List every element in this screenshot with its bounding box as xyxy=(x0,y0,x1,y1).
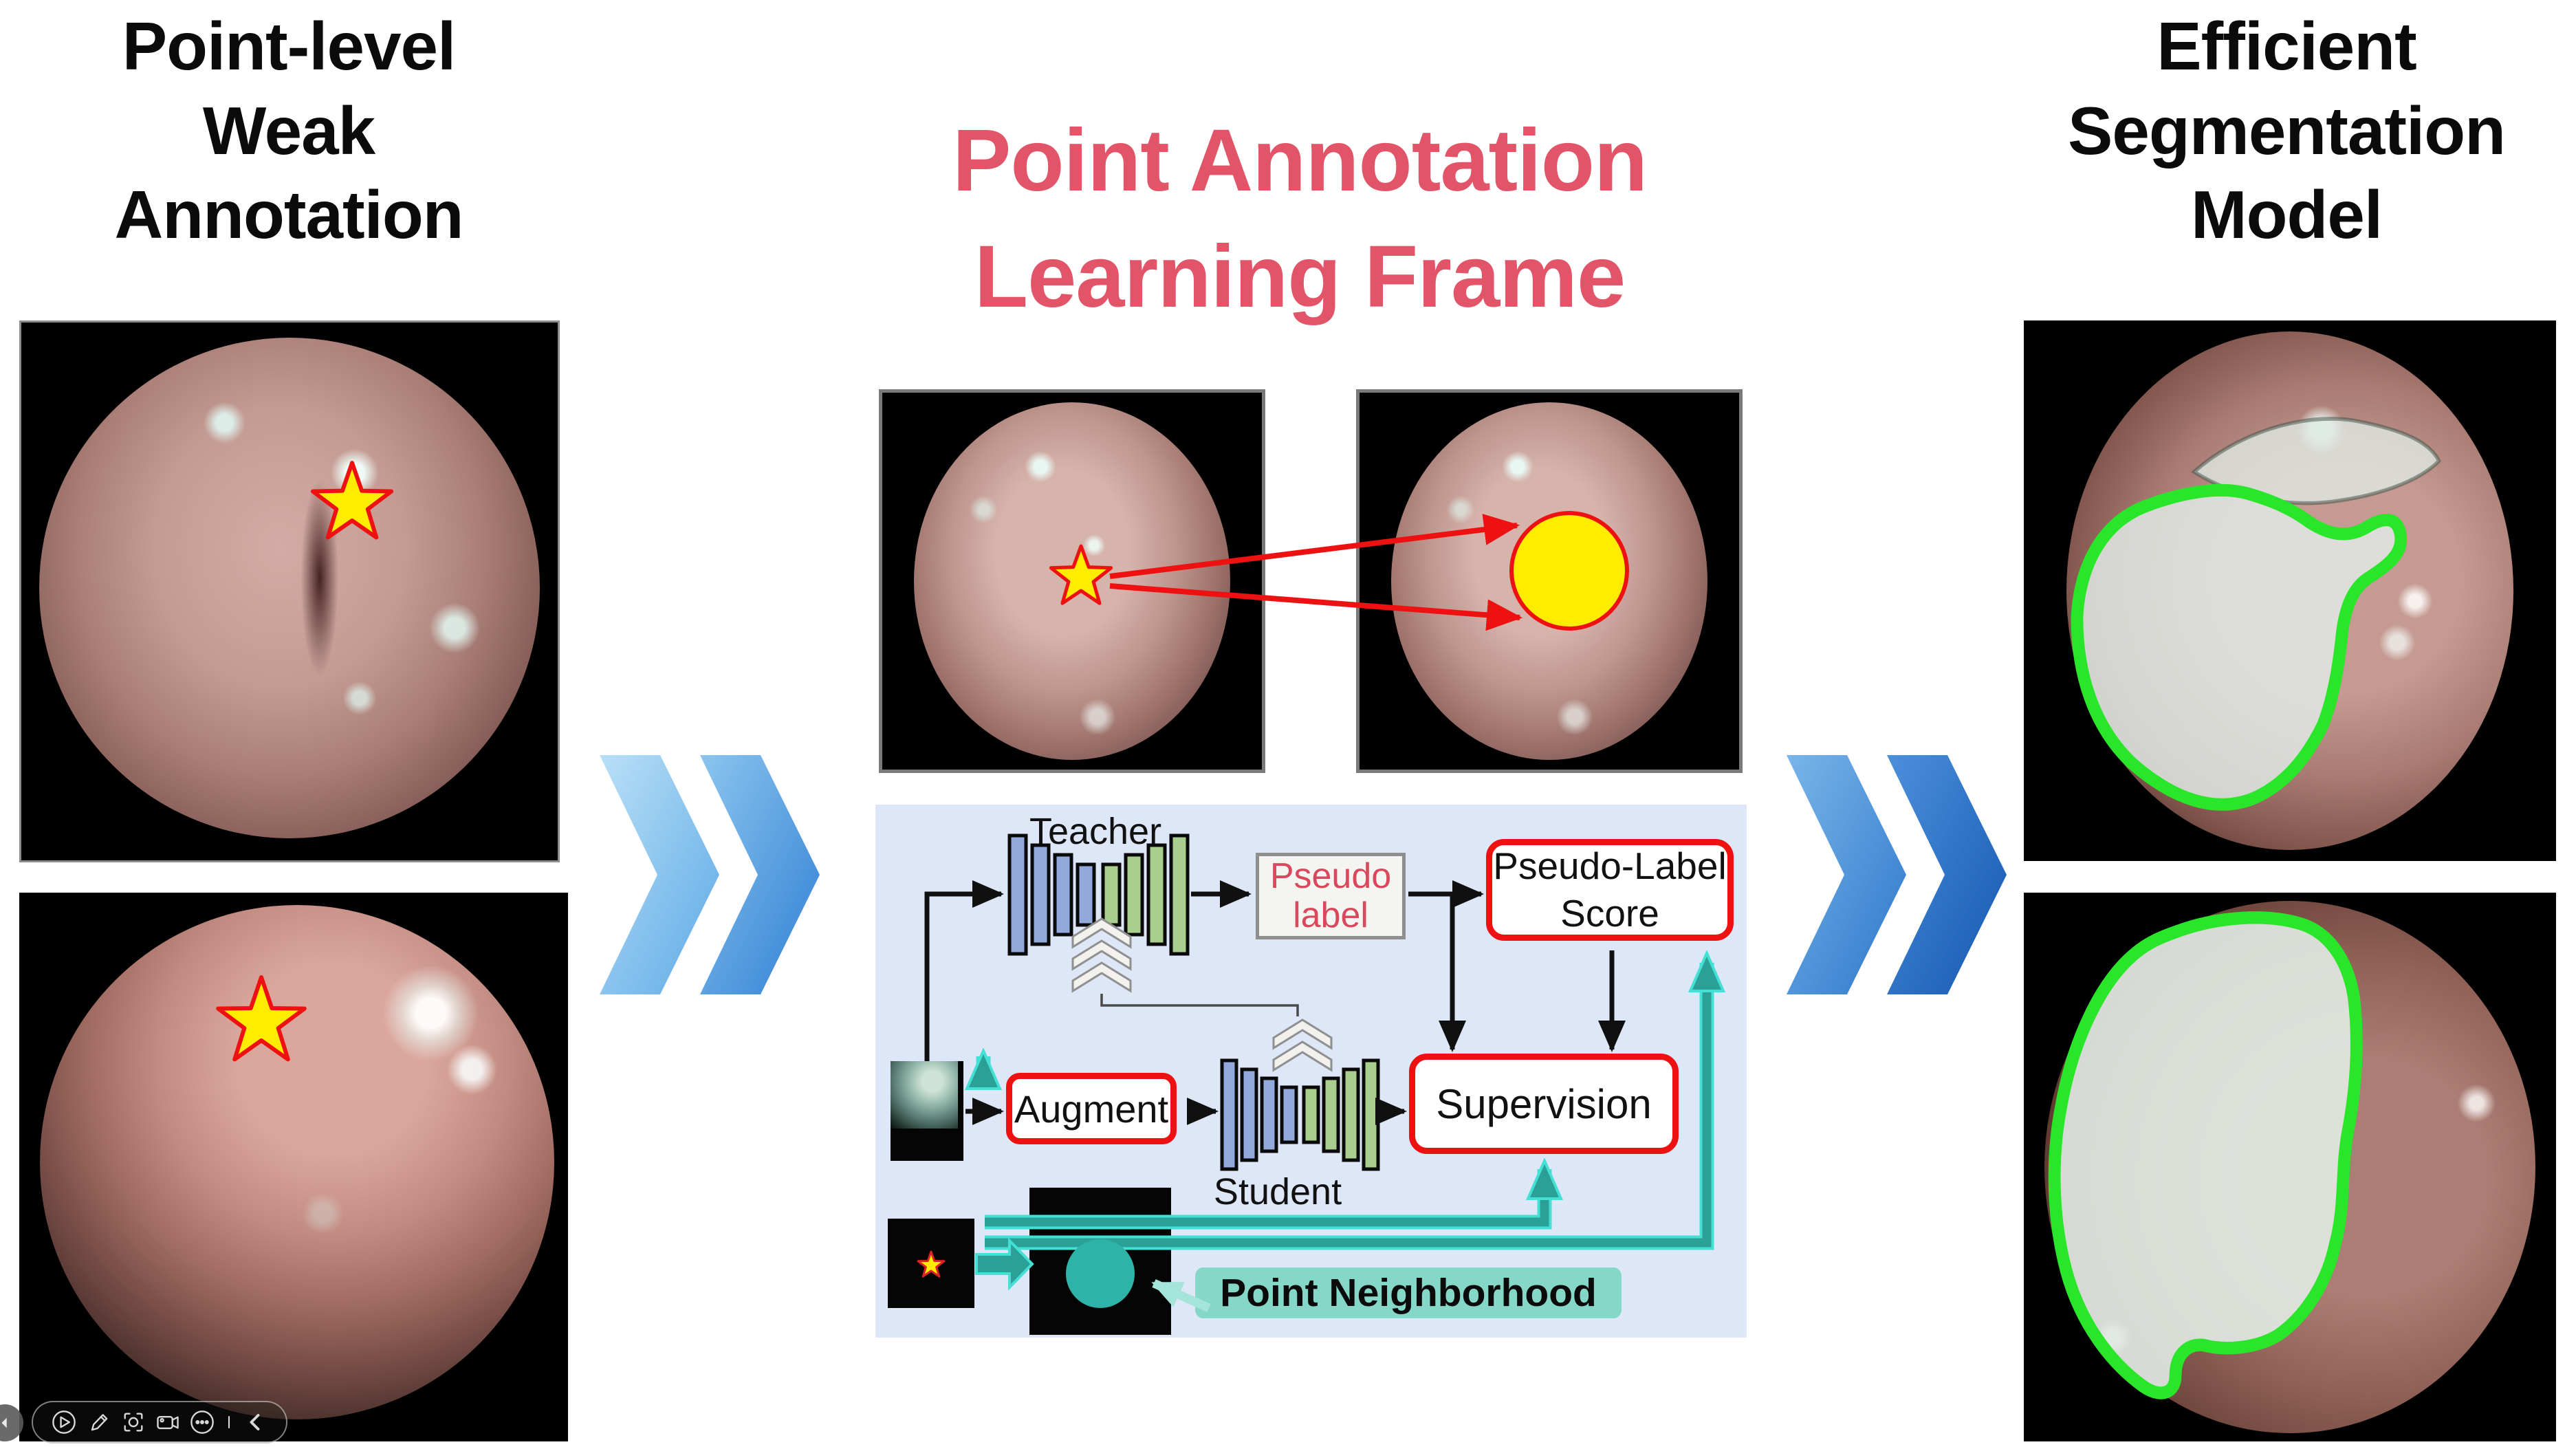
endoscope-view xyxy=(914,402,1230,760)
segmentation-result-image-2 xyxy=(2024,893,2556,1441)
pseudo-label-line: Pseudo xyxy=(1269,856,1392,896)
point-annotation-source-image xyxy=(879,389,1265,773)
title-line: Annotation xyxy=(114,177,463,252)
supervision-box: Supervision xyxy=(1409,1054,1679,1154)
right-column-title: Efficient Segmentation Model xyxy=(2011,4,2562,257)
endoscope-view xyxy=(40,905,554,1419)
weak-annotation-image-2 xyxy=(19,893,568,1441)
left-column-title: Point-level Weak Annotation xyxy=(21,4,557,257)
endoscope-view xyxy=(39,338,540,838)
teacher-label: Teacher xyxy=(1029,811,1162,852)
flow-chevrons-right xyxy=(1787,755,2007,994)
endoscope-view xyxy=(2066,331,2513,850)
point-neighborhood-mask xyxy=(1029,1188,1171,1335)
point-neighborhood-label: Point Neighborhood xyxy=(1195,1267,1622,1318)
flow-chevrons-left xyxy=(600,755,820,994)
endoscope-view xyxy=(2044,901,2535,1433)
pseudo-label-score-box: Pseudo-Label Score xyxy=(1486,839,1734,941)
pseudo-label-line: label xyxy=(1293,895,1368,935)
pl-score-line: Pseudo-Label xyxy=(1493,845,1727,888)
more-options-icon[interactable] xyxy=(189,1409,215,1435)
weak-annotation-image-1 xyxy=(19,320,560,862)
input-image-thumbnail xyxy=(891,1061,963,1161)
point-neighborhood-target-image xyxy=(1356,389,1743,773)
augment-box: Augment xyxy=(1006,1073,1177,1144)
play-icon[interactable] xyxy=(51,1409,77,1435)
learning-frame-panel: Teacher Student Pseudo label Pseudo-Labe… xyxy=(875,805,1747,1338)
pen-icon[interactable] xyxy=(86,1409,112,1435)
title-line: Learning Frame xyxy=(974,227,1626,326)
title-line: Point Annotation xyxy=(952,111,1648,210)
center-column-title: Point Annotation Learning Frame xyxy=(932,103,1668,336)
pseudo-label-box: Pseudo label xyxy=(1256,853,1406,939)
endoscope-view xyxy=(1391,402,1707,760)
camera-icon[interactable] xyxy=(155,1409,181,1435)
laser-pointer-icon[interactable] xyxy=(120,1409,146,1435)
title-line: Weak xyxy=(202,92,375,168)
toolbar-divider xyxy=(224,1409,234,1435)
pl-score-line: Score xyxy=(1560,892,1659,935)
endoscope-view xyxy=(891,1061,958,1129)
title-line: Model xyxy=(2190,177,2383,252)
title-line: Point-level xyxy=(122,8,457,84)
segmentation-result-image-1 xyxy=(2024,320,2556,861)
student-label: Student xyxy=(1213,1171,1342,1212)
title-line: Efficient xyxy=(2157,8,2417,84)
title-line: Segmentation xyxy=(2068,92,2506,168)
collapse-toolbar-icon[interactable] xyxy=(242,1409,268,1435)
presenter-toolbar xyxy=(32,1401,287,1443)
point-annotation-thumbnail xyxy=(888,1219,974,1308)
